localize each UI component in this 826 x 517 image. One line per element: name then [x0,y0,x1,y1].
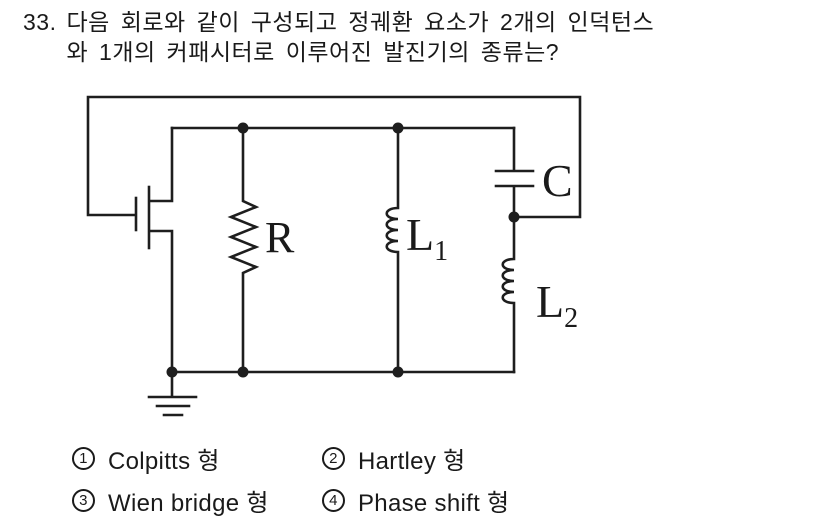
question-text-line1: 다음 회로와 같이 구성되고 정궤환 요소가 2개의 인덕턴스 [66,9,655,35]
capacitor-label: C [542,155,573,206]
inductor1-symbol [385,126,400,374]
junction-dot [392,122,404,134]
option-number-badge: 3 [72,488,95,512]
option-colpitts: 1 Colpitts 형 [72,445,322,475]
fet-drain-wire [149,126,174,203]
option-label: Phase shift 형 [358,489,510,517]
junction-dot [392,366,404,378]
inductor2-symbol [501,215,516,374]
junction-dots [166,122,520,378]
inductor2-label: L2 [536,276,578,334]
option-wien-bridge: 3 Wien bridge 형 [72,487,322,517]
fet-transistor [134,126,174,374]
answer-options: 1 Colpitts 형 2 Hartley 형 3 Wien bridge 형… [72,445,509,517]
junction-dot [237,366,249,378]
junction-dot [508,211,520,223]
junction-dot [166,366,178,378]
resistor-label: R [265,213,295,262]
question-text: 다음 회로와 같이 구성되고 정궤환 요소가 2개의 인덕턴스 와 1개의 커패… [66,7,654,67]
junction-dot [237,122,249,134]
question: 33. 다음 회로와 같이 구성되고 정궤환 요소가 2개의 인덕턴스 와 1개… [23,7,654,67]
question-text-line2: 와 1개의 커패시터로 이루어진 발진기의 종류는? [66,39,560,65]
feedback-loop-wire [86,95,582,219]
option-phase-shift: 4 Phase shift 형 [322,487,509,517]
inductor1-label: L1 [406,209,448,267]
option-hartley: 2 Hartley 형 [322,445,509,475]
option-label: Colpitts 형 [108,447,220,475]
resistor-symbol [227,126,260,374]
option-number-badge: 4 [322,488,345,512]
ground-symbol [147,370,198,417]
option-label: Hartley 형 [358,447,466,475]
oscillator-circuit-diagram: R L1 C L2 [86,95,582,417]
option-number-badge: 2 [322,446,345,470]
option-label: Wien bridge 형 [108,489,269,517]
question-number: 33. [23,9,57,35]
capacitor-symbol [494,126,535,219]
capacitor-plates [494,169,535,188]
option-number-badge: 1 [72,446,95,470]
fet-source-wire [149,229,174,374]
